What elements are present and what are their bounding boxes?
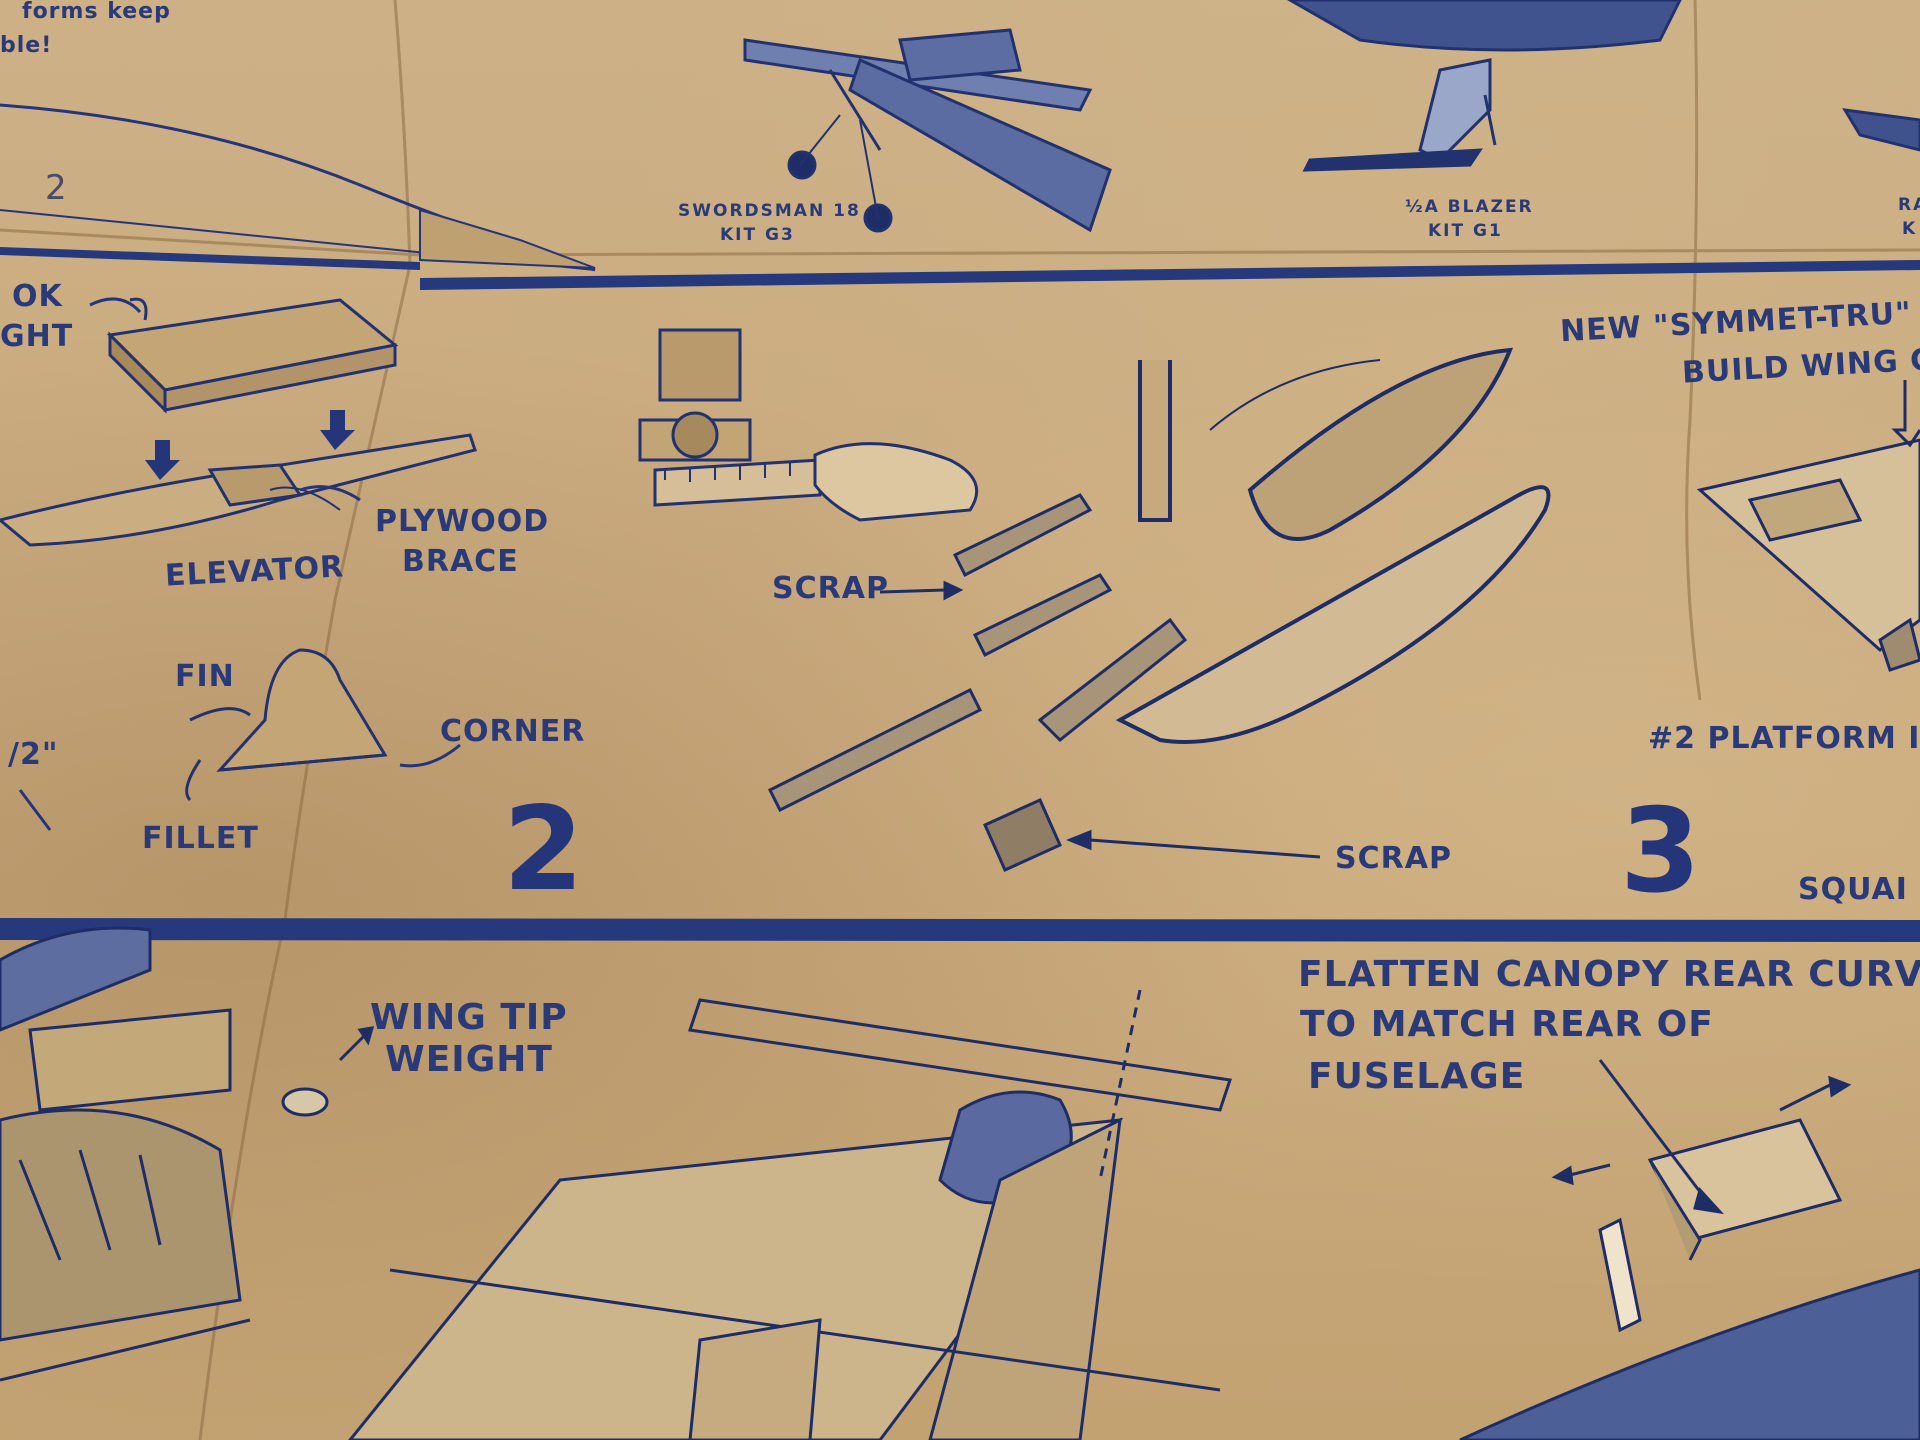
step-number-3: 3	[1620, 784, 1701, 919]
fragment-text: forms keep	[22, 0, 171, 24]
down-arrows	[145, 410, 355, 480]
weight-label-partial-2: GHT	[0, 319, 74, 354]
blazer-plane-drawing	[1286, 0, 1682, 172]
wing-tip-weight-label-line2: WEIGHT	[385, 1039, 553, 1080]
plywood-brace-label-line1: PLYWOOD	[375, 504, 550, 539]
middle-divider	[0, 918, 1920, 942]
square-label: SQUAI	[1798, 872, 1908, 907]
kit-name: SWORDSMAN 18	[678, 201, 861, 221]
horizontal-fold-crease	[0, 228, 1920, 257]
scrap-arrows	[879, 580, 1321, 859]
half-inch-label: /2"	[8, 737, 59, 772]
kit-name: RA	[1898, 195, 1920, 215]
plywood-brace-label-line2: BRACE	[402, 544, 519, 579]
vertical-fold-crease	[198, 0, 412, 1440]
partial-plane-drawing	[1842, 108, 1920, 152]
top-left-divider	[0, 247, 420, 270]
fillet-label: FILLET	[142, 821, 259, 856]
fuselage-drawing	[1115, 347, 1551, 744]
scrap-label-lower: SCRAP	[1335, 841, 1452, 876]
weight-label-partial-1: OK	[12, 279, 63, 314]
step2-pointer-arrows	[18, 297, 461, 831]
fin-drawing	[185, 648, 388, 802]
canopy-instruction-line2: TO MATCH REAR OF	[1300, 1004, 1714, 1045]
wing-jig-drawing	[1696, 380, 1920, 672]
canopy-instruction-line3: FUSELAGE	[1308, 1056, 1526, 1097]
canopy-drawing	[1459, 1059, 1920, 1440]
scrap-blocks-drawing	[767, 493, 1188, 872]
kit-code: KIT G1	[1428, 221, 1503, 241]
top-left-wing-drawing	[0, 103, 596, 272]
kit-code: K	[1902, 219, 1918, 239]
top-divider	[420, 260, 1920, 290]
step-number-2: 2	[503, 782, 584, 917]
scrap-label-upper: SCRAP	[772, 571, 889, 606]
swordsman-plane-drawing	[743, 28, 1112, 233]
wing-assembly-drawing	[348, 989, 1232, 1440]
wing-number: 2	[45, 168, 68, 208]
kit-name: ½A BLAZER	[1405, 197, 1534, 217]
canopy-instruction-line1: FLATTEN CANOPY REAR CURVE	[1298, 954, 1920, 995]
corner-label: CORNER	[440, 714, 586, 749]
right-fold-crease	[1685, 0, 1702, 701]
engine-ruler-drawing	[638, 328, 979, 522]
wing-tip-weight-label-line1: WING TIP	[370, 997, 568, 1038]
platform-label: #2 PLATFORM I	[1648, 721, 1920, 756]
block-weight-drawing	[106, 297, 399, 414]
kit-code: KIT G3	[720, 225, 795, 245]
bottom-left-drawing	[0, 926, 375, 1382]
fin-label: FIN	[175, 659, 235, 694]
fragment-text-2: ble!	[0, 33, 53, 58]
panel-dividers	[0, 247, 1920, 942]
